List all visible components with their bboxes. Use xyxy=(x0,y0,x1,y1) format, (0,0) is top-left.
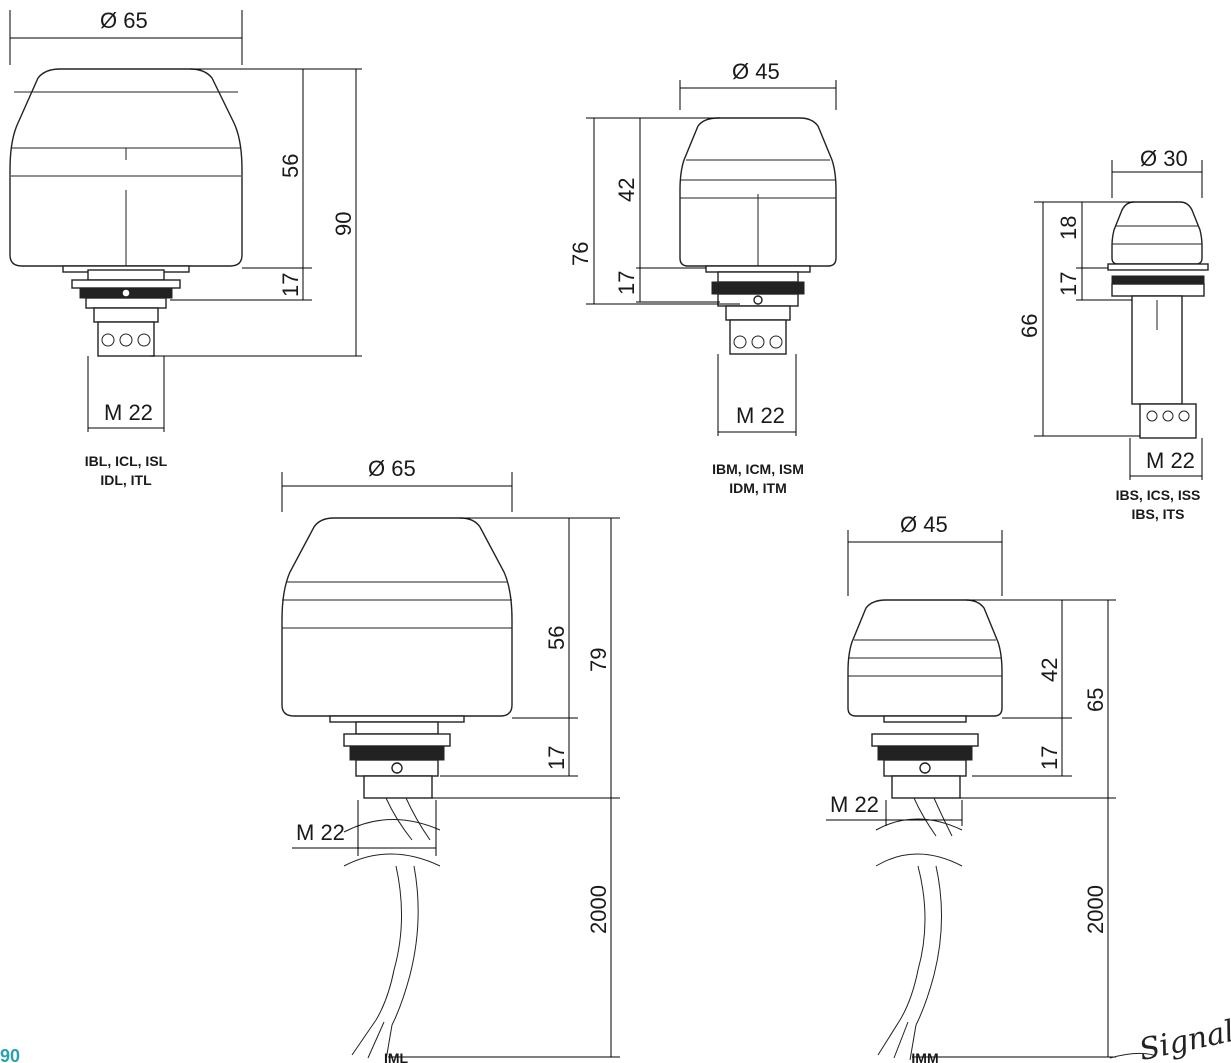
ibs-dim-mid: 17 xyxy=(1056,272,1081,296)
ibs-caption-line1: IBS, ICS, ISS xyxy=(1116,487,1201,503)
page-number: 90 xyxy=(0,1046,20,1063)
imm-dim-total: 65 xyxy=(1083,688,1108,712)
iml-caption: IML xyxy=(384,1050,409,1063)
imm-cable-length: 2000 xyxy=(1083,885,1108,934)
ibm-dim-top: 42 xyxy=(614,178,639,202)
ibl-dim-mid: 17 xyxy=(278,273,303,297)
iml-dim-top: 56 xyxy=(544,626,569,650)
ibm-dim-mid: 17 xyxy=(614,271,639,295)
ibl-dim-total: 90 xyxy=(331,212,356,236)
imm-dim-top: 42 xyxy=(1037,658,1062,682)
iml-dim-mid: 17 xyxy=(544,746,569,770)
view-imm: Ø 45 42 17 65 2000 M 22 IMM xyxy=(826,512,1116,1063)
ibm-caption-line1: IBM, ICM, ISM xyxy=(712,461,804,477)
ibm-caption-line2: IDM, ITM xyxy=(729,480,787,496)
ibl-caption-line1: IBL, ICL, ISL xyxy=(85,453,168,469)
ibs-dim-top: 18 xyxy=(1056,216,1081,240)
ibs-dim-total: 66 xyxy=(1017,314,1042,338)
ibm-thread-label: M 22 xyxy=(736,403,785,428)
iml-cable-length: 2000 xyxy=(586,885,611,934)
ibl-diameter-label: Ø 65 xyxy=(100,8,148,33)
iml-dim-total: 79 xyxy=(586,648,611,672)
imm-thread-label: M 22 xyxy=(830,792,879,817)
ibs-diameter-label: Ø 30 xyxy=(1140,146,1188,171)
ibl-dim-top: 56 xyxy=(278,154,303,178)
imm-caption: IMM xyxy=(911,1050,938,1063)
view-ibs: Ø 30 18 17 66 M 22 IBS, ICS, ISS IBS, IT… xyxy=(1017,146,1209,522)
iml-diameter-label: Ø 65 xyxy=(368,456,416,481)
view-ibl: Ø 65 56 17 90 M 22 IBL, ICL, ISL IDL, IT… xyxy=(9,8,362,488)
view-ibm: Ø 45 42 17 76 M 22 IBM, ICM, ISM IDM, IT… xyxy=(568,59,837,496)
ibm-dim-total: 76 xyxy=(568,242,593,266)
logo-text: Signal xyxy=(1136,1014,1231,1063)
imm-diameter-label: Ø 45 xyxy=(900,512,948,537)
ibl-thread-label: M 22 xyxy=(104,400,153,425)
ibs-thread-label: M 22 xyxy=(1146,448,1195,473)
ibm-diameter-label: Ø 45 xyxy=(732,59,780,84)
ibs-caption-line2: IBS, ITS xyxy=(1132,506,1185,522)
iml-thread-label: M 22 xyxy=(296,820,345,845)
signal-logo: Signal xyxy=(1109,1014,1231,1063)
imm-dim-mid: 17 xyxy=(1037,746,1062,770)
ibl-caption-line2: IDL, ITL xyxy=(100,472,152,488)
view-iml: Ø 65 56 17 79 2000 M 22 IML xyxy=(281,456,620,1063)
